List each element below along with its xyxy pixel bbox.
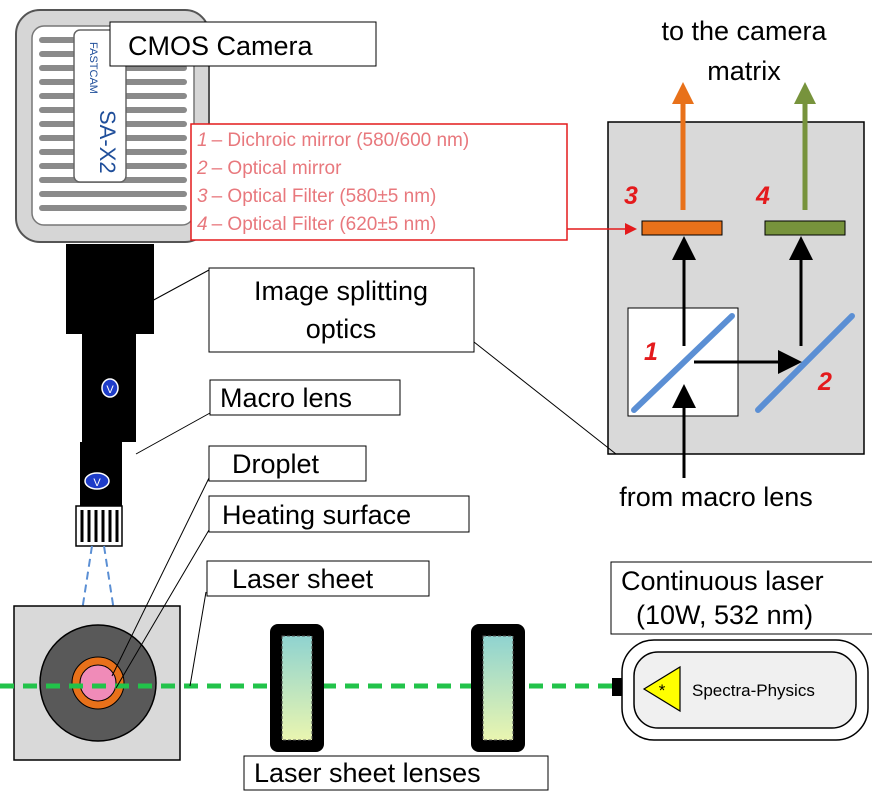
legend-item-1: 1– Dichroic mirror (580/600 nm) — [197, 130, 469, 151]
label-droplet: Droplet — [208, 445, 367, 482]
splitter-inset-panel: 1 2 3 4 — [607, 82, 865, 478]
optical-mirror — [755, 313, 855, 413]
label-camera: CMOS Camera — [109, 21, 377, 67]
svg-text:(10W, 532 nm): (10W, 532 nm) — [636, 600, 813, 630]
legend-item-4: 4– Optical Filter (620±5 nm) — [197, 214, 436, 235]
callout-leaders — [111, 269, 617, 689]
macro-lens-marker-label: V — [106, 384, 114, 396]
camera-badge — [73, 29, 127, 183]
legend-box: 1– Dichroic mirror (580/600 nm) 2– Optic… — [190, 123, 637, 241]
to-camera-label-line1: to the camera — [661, 16, 827, 46]
component-number-2: 2 — [817, 368, 832, 396]
component-number-4: 4 — [755, 182, 770, 210]
laser-brand-label: Spectra-Physics — [692, 681, 815, 700]
optical-filter-580 — [641, 220, 723, 236]
lens-front-marker-icon — [84, 472, 110, 490]
laser-sheet-lens-1 — [270, 624, 324, 752]
laser-sheet-lens-2 — [471, 624, 525, 752]
svg-text:Image splitting: Image splitting — [254, 276, 428, 306]
component-number-1: 1 — [644, 338, 658, 366]
label-heating-surface: Heating surface — [208, 495, 470, 533]
svg-text:optics: optics — [306, 314, 377, 344]
svg-text:*: * — [659, 681, 666, 700]
camera: FASTCAM SA-X2 — [15, 9, 210, 243]
to-camera-label-line2: matrix — [707, 56, 781, 86]
label-laser-sheet-lenses: Laser sheet lenses — [243, 755, 549, 791]
svg-text:Droplet: Droplet — [232, 449, 320, 479]
image-splitting-optics-body — [66, 244, 154, 334]
macro-lens-marker-icon — [101, 378, 119, 398]
macro-lens-body: V V — [75, 334, 136, 547]
svg-text:Laser sheet lenses: Laser sheet lenses — [254, 758, 481, 788]
label-macro-lens: Macro lens — [209, 379, 401, 416]
heating-stage — [13, 605, 181, 761]
svg-text:Laser sheet: Laser sheet — [232, 564, 374, 594]
component-number-3: 3 — [624, 182, 638, 210]
dichroic-mirror — [631, 313, 735, 413]
lens-front-marker-label: V — [93, 477, 101, 489]
svg-text:CMOS Camera: CMOS Camera — [128, 31, 314, 61]
label-image-splitting-optics: Image splitting optics — [208, 267, 475, 353]
svg-text:Macro lens: Macro lens — [220, 383, 352, 413]
svg-text:Heating surface: Heating surface — [222, 500, 411, 530]
label-laser-sheet: Laser sheet — [206, 560, 430, 597]
orange-output-arrow — [672, 82, 694, 104]
optical-filter-620 — [764, 220, 846, 236]
from-macro-lens-label: from macro lens — [619, 482, 813, 512]
camera-maker-label: FASTCAM — [87, 42, 99, 94]
laser-source: * Spectra-Physics — [612, 639, 869, 741]
legend-item-3: 3– Optical Filter (580±5 nm) — [197, 186, 436, 207]
legend-item-2: 2– Optical mirror — [196, 158, 342, 179]
laser-warning-icon — [642, 665, 681, 713]
green-output-arrow — [794, 82, 816, 104]
svg-text:Continuous laser: Continuous laser — [621, 566, 824, 596]
droplet-shape — [79, 664, 117, 702]
camera-model-label: SA-X2 — [95, 110, 120, 174]
label-continuous-laser: Continuous laser (10W, 532 nm) — [610, 561, 872, 635]
